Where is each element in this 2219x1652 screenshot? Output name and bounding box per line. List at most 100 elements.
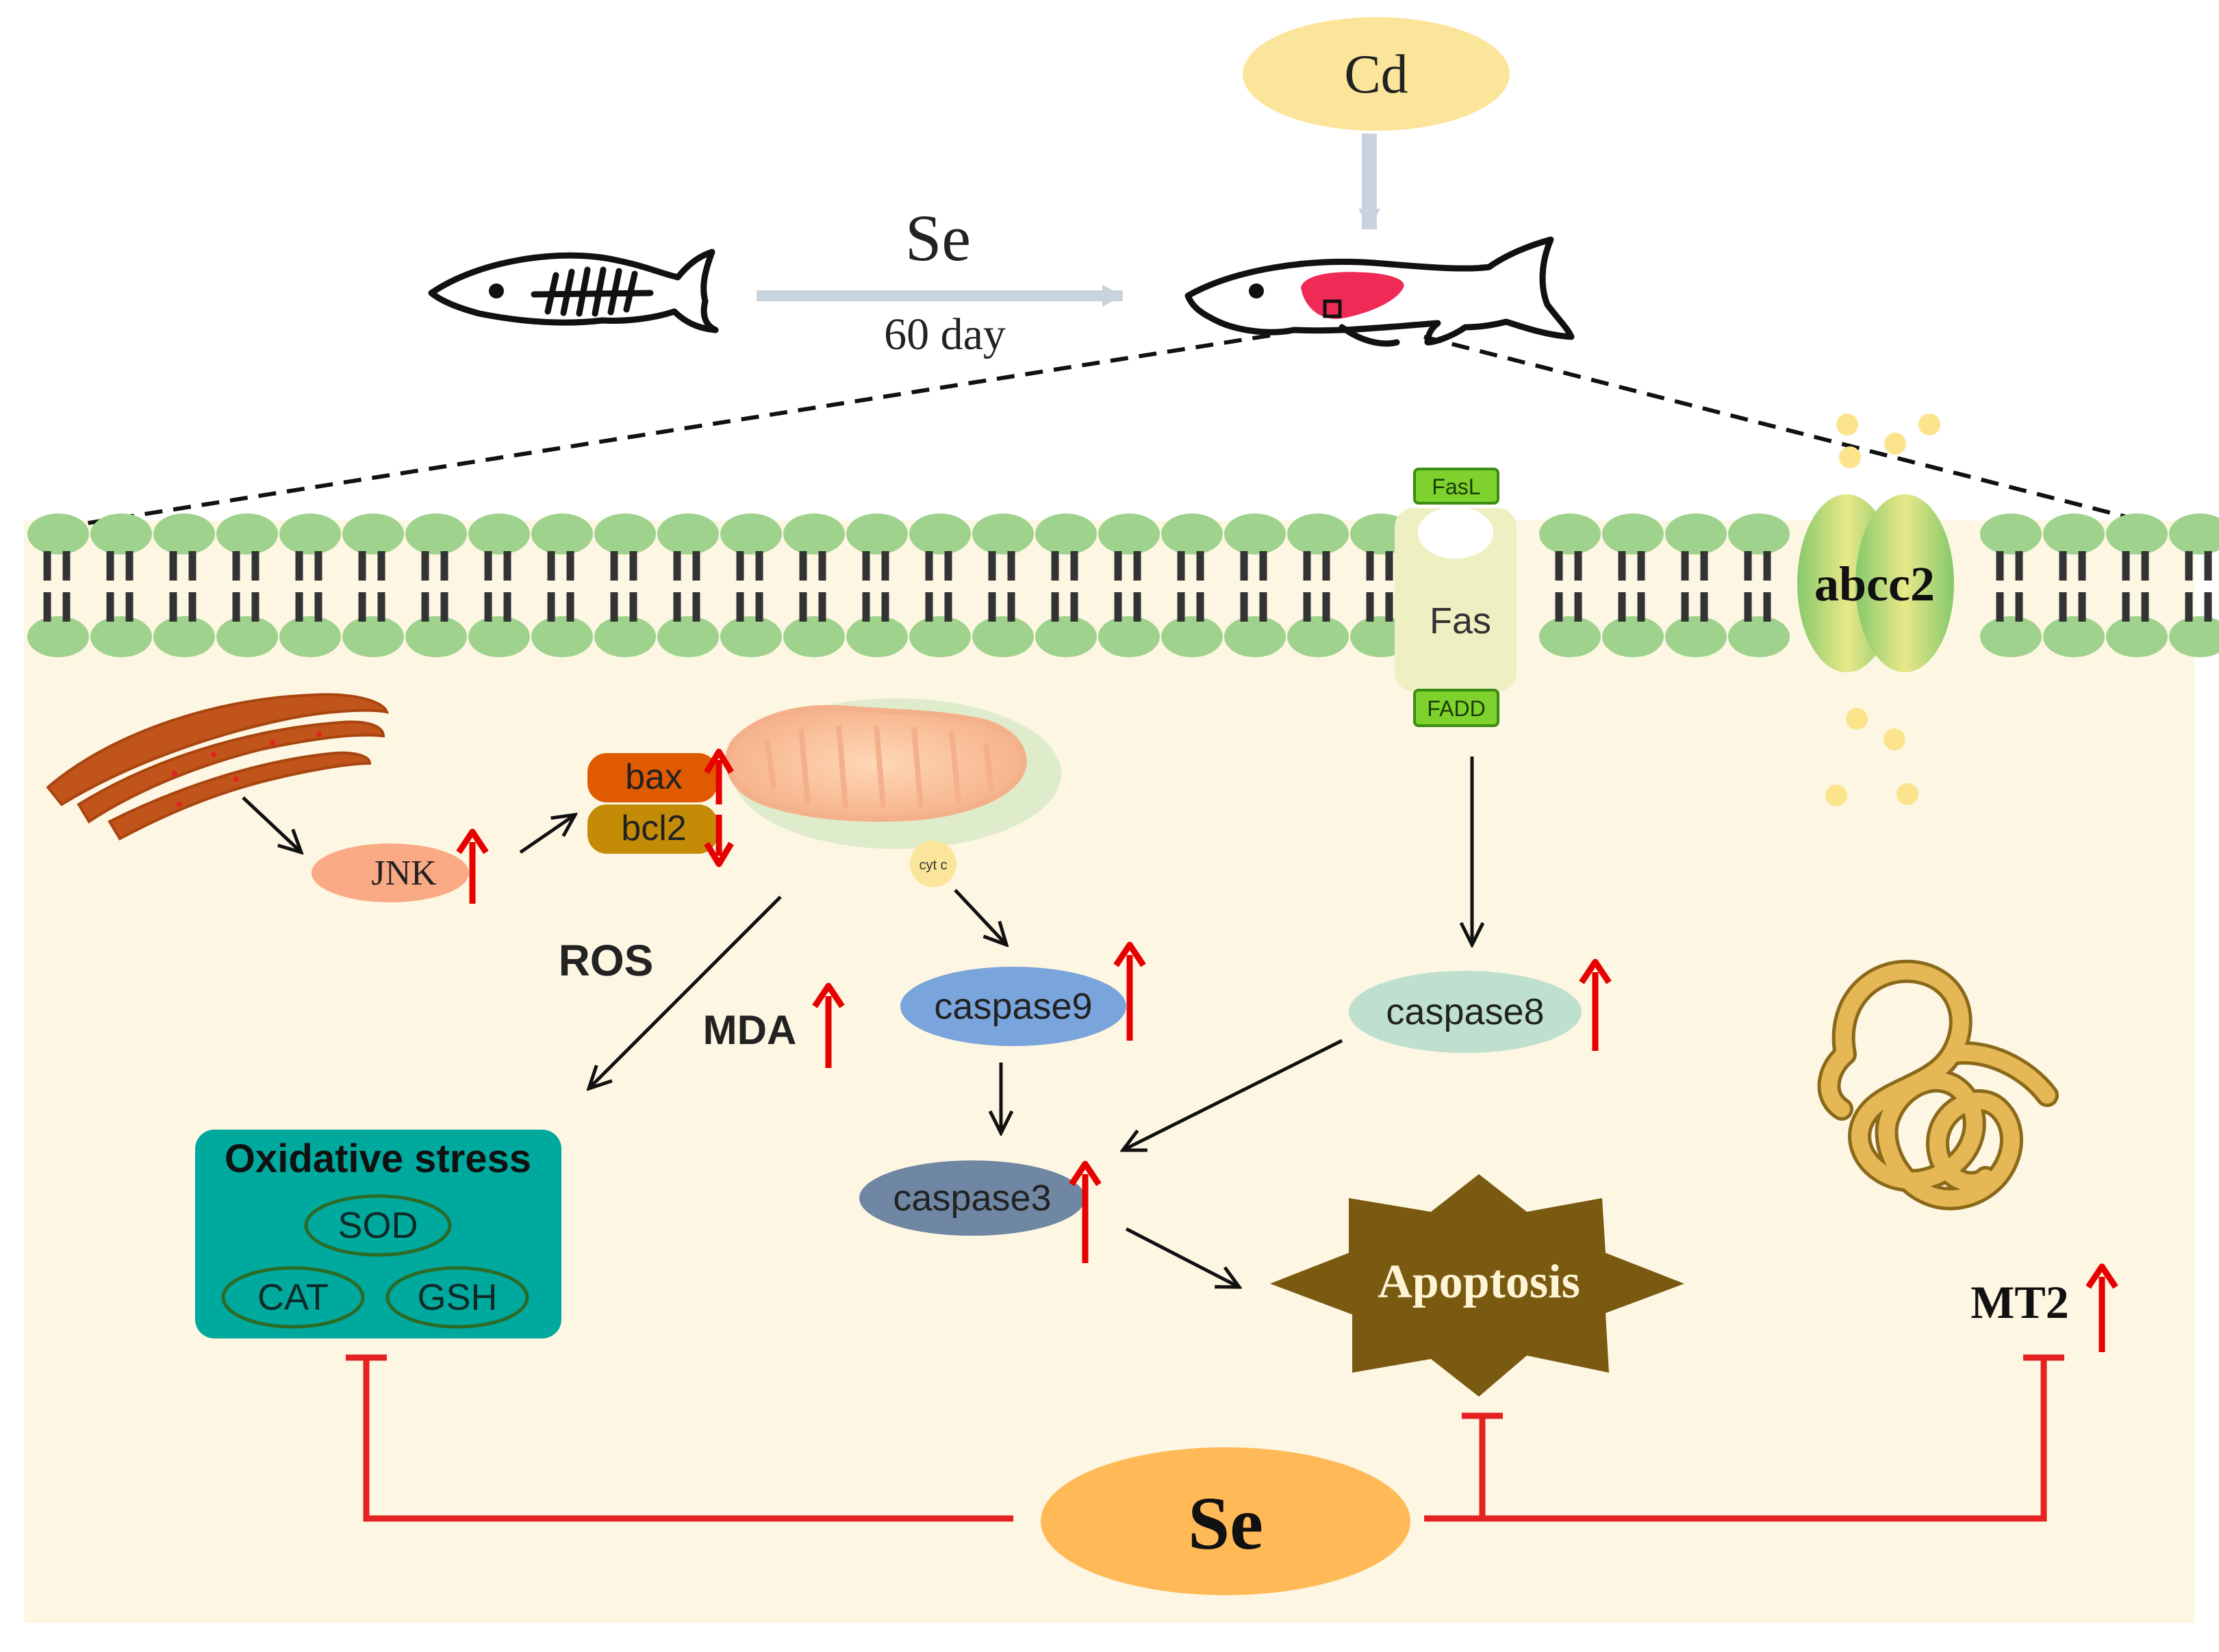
duration-label: 60 day — [884, 309, 1006, 359]
fasl-box — [1413, 468, 1499, 505]
lipid-head — [531, 616, 593, 657]
fish-eye-icon-2 — [1249, 283, 1264, 298]
fas-label: Fas — [1430, 600, 1491, 641]
jnk-label: JNK — [371, 854, 437, 893]
cell-cytoplasm — [24, 520, 2194, 1623]
bax-box — [587, 753, 718, 802]
lipid-head — [657, 513, 719, 555]
lipid-head — [594, 616, 656, 657]
lipid-head — [1539, 513, 1601, 555]
cd-ellipse — [1243, 17, 1510, 131]
lipid-head — [153, 513, 215, 555]
treatment-label: Se — [905, 201, 971, 275]
lipid-head — [1224, 513, 1286, 555]
lipid-head — [2106, 616, 2168, 657]
gsh-label: GSH — [417, 1277, 497, 1318]
oxidative-stress-box — [195, 1130, 561, 1338]
lipid-head — [342, 616, 404, 657]
fasl-label: FasL — [1432, 474, 1480, 499]
lipid-head — [216, 616, 278, 657]
fas-receptor — [1395, 508, 1517, 691]
lipid-head — [972, 513, 1034, 555]
se-ellipse — [1041, 1447, 1410, 1595]
ros-label: ROS — [559, 936, 654, 985]
lipid-head — [2169, 513, 2219, 555]
liver-sample-box — [1323, 299, 1342, 318]
lipid-head — [909, 616, 971, 657]
bcl2-label: bcl2 — [621, 809, 686, 848]
jnk-up-arrow — [456, 828, 489, 904]
lipid-head — [783, 513, 845, 555]
lipid-head — [1728, 513, 1790, 555]
cytc-to-caspase9-arrow — [954, 889, 1006, 945]
abcc2-label: abcc2 — [1814, 557, 1935, 611]
apoptosis-label: Apoptosis — [1378, 1256, 1580, 1308]
lipid-head — [783, 616, 845, 657]
apoptosis-star — [1270, 1174, 1684, 1397]
endoplasmic-reticulum-icon — [46, 693, 389, 841]
fas-binding-pocket — [1418, 507, 1493, 559]
cat-marker — [221, 1266, 365, 1329]
ros-arrow — [589, 895, 782, 1089]
lipid-head — [1665, 513, 1727, 555]
lipid-head — [2169, 616, 2219, 657]
lipid-head — [1098, 616, 1160, 657]
lipid-head — [657, 616, 719, 657]
mda-label: MDA — [703, 1007, 797, 1053]
lipid-head — [1287, 513, 1349, 555]
fish-skeleton-icon — [428, 249, 719, 333]
lipid-head — [1980, 616, 2042, 657]
lipid-head — [1602, 616, 1664, 657]
caspase3-to-apoptosis-arrow — [1125, 1227, 1239, 1287]
bax-up-arrow — [704, 748, 734, 804]
cat-label: CAT — [257, 1277, 329, 1318]
jnk-node — [312, 843, 469, 902]
caspase8-label: caspase8 — [1386, 991, 1544, 1032]
lipid-head — [468, 616, 530, 657]
cell-membrane — [27, 513, 2219, 657]
mt2-up-arrow — [2085, 1263, 2118, 1352]
lipid-head — [720, 513, 782, 555]
se-inhibition-lines — [346, 1354, 2064, 1522]
lipid-head — [468, 513, 530, 555]
lipid-head — [531, 513, 593, 555]
lipid-head — [1035, 616, 1097, 657]
gsh-marker — [385, 1266, 529, 1329]
caspase3-label: caspase3 — [893, 1178, 1051, 1219]
lipid-head — [2043, 513, 2105, 555]
lipid-head — [279, 513, 341, 555]
lipid-head — [405, 513, 467, 555]
caspase8-to-caspase3-arrow — [1123, 1039, 1343, 1150]
lipid-head — [1665, 616, 1727, 657]
lipid-head — [909, 513, 971, 555]
zoom-line-left — [27, 333, 1271, 535]
fish-icon — [1184, 236, 1575, 347]
cytc-label: cyt c — [919, 858, 947, 873]
caspase9-label: caspase9 — [934, 986, 1092, 1027]
lipid-head — [594, 513, 656, 555]
mt2-protein-fill — [1821, 963, 2055, 1207]
sod-marker — [304, 1194, 452, 1257]
oxidative-stress-title: Oxidative stress — [225, 1136, 531, 1181]
bcl2-box — [587, 804, 718, 854]
lipid-head — [90, 513, 152, 555]
bax-label: bax — [625, 757, 683, 797]
lipid-head — [2106, 513, 2168, 555]
mda-up-arrow — [812, 982, 845, 1068]
er-to-jnk-arrow — [242, 796, 301, 852]
caspase9-node — [900, 967, 1126, 1046]
bcl2-down-arrow — [704, 815, 734, 867]
lipid-head — [279, 616, 341, 657]
caspase3-up-arrow — [1069, 1160, 1102, 1263]
lipid-head — [342, 513, 404, 555]
lipid-head — [1602, 513, 1664, 555]
fish-eye-icon — [489, 283, 504, 298]
lipid-head — [1224, 616, 1286, 657]
lipid-head — [720, 616, 782, 657]
cd-label: Cd — [1344, 45, 1408, 105]
lipid-head — [972, 616, 1034, 657]
lipid-head — [1098, 513, 1160, 555]
mitochondrion-icon — [725, 704, 1027, 822]
zoom-line-right — [1423, 335, 2130, 520]
